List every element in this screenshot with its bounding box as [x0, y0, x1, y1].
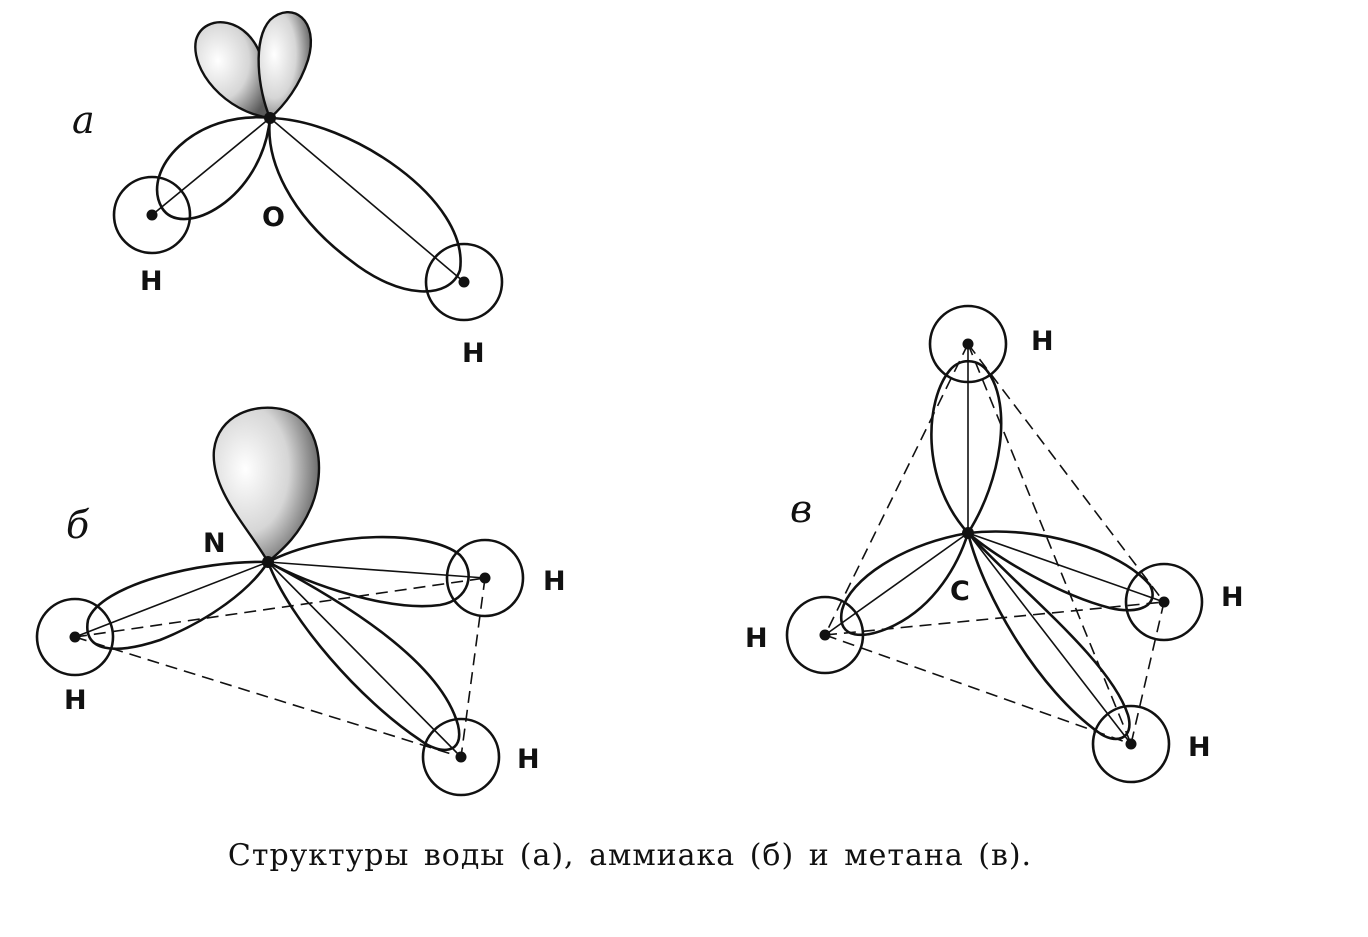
ammonia-hydrogen-orbital-bottom: [421, 717, 501, 797]
methane-hydrogen-nucleus-bottom: [1125, 738, 1137, 750]
panel-label-c: в: [790, 487, 812, 531]
ammonia-lone-pair: [212, 406, 321, 564]
carbon-label: C: [950, 576, 970, 607]
methane-bond-lobe-left: [839, 531, 970, 637]
ammonia-dashed-edge-top: [74, 577, 486, 638]
figure-caption: Структуры воды (а), аммиака (б) и метана…: [227, 838, 1033, 873]
nitrogen-label: N: [203, 528, 226, 559]
ammonia-bond-line-bottom: [267, 561, 462, 758]
methane-hydrogen-label-top: H: [1031, 326, 1054, 357]
methane-hydrogen-nucleus-right: [1158, 596, 1170, 608]
oxygen-label: O: [262, 202, 285, 233]
ammonia-hydrogen-label-left: H: [64, 685, 87, 716]
ammonia-dashed-edge-right: [460, 577, 486, 758]
methane-dashed-edge-right-bottom: [1130, 601, 1165, 745]
methane-dashed-edge-left-right: [824, 601, 1165, 636]
methane-hydrogen-label-left: H: [745, 623, 768, 654]
ammonia-hydrogen-label-bottom: H: [517, 744, 540, 775]
water-bond-line-right: [269, 117, 465, 283]
carbon-nucleus: [962, 527, 974, 539]
methane-panel: в C H H H H: [745, 304, 1244, 784]
ammonia-bond-lobe-right: [265, 535, 470, 608]
methane-hydrogen-orbital-left: [785, 595, 865, 675]
methane-dashed-edge-top-bottom: [967, 343, 1132, 745]
methane-hydrogen-orbital-right: [1124, 562, 1204, 642]
panel-label-a: а: [72, 98, 95, 142]
methane-bond-lobe-bottom: [966, 532, 1131, 741]
ammonia-hydrogen-nucleus-left: [69, 631, 81, 643]
ammonia-hydrogen-nucleus-bottom: [455, 751, 467, 763]
ammonia-bond-line-right: [267, 561, 486, 579]
water-hydrogen-orbital-right: [424, 242, 504, 322]
methane-hydrogen-orbital-top: [928, 304, 1008, 384]
ammonia-panel: б N H H H: [35, 406, 566, 797]
methane-hydrogen-nucleus-top: [962, 338, 974, 350]
methane-bond-line-left: [824, 532, 969, 636]
ammonia-bond-lobe-left: [86, 560, 271, 650]
water-hydrogen-label-left: H: [140, 266, 163, 297]
water-bond-line-left: [151, 117, 271, 216]
water-bond-lobe-left: [155, 115, 272, 221]
oxygen-nucleus: [264, 112, 276, 124]
water-panel: а O H H: [72, 10, 504, 369]
water-hydrogen-orbital-left: [112, 175, 192, 255]
water-bond-lobe-right: [268, 116, 462, 293]
methane-hydrogen-label-bottom: H: [1188, 732, 1211, 763]
methane-dashed-edge-top-left: [824, 343, 969, 636]
methane-dashed-edge-left-bottom: [824, 634, 1132, 745]
methane-dashed-edge-top-right: [967, 343, 1165, 603]
water-hydrogen-label-right: H: [462, 338, 485, 369]
water-hydrogen-nucleus-left: [146, 209, 158, 221]
ammonia-hydrogen-orbital-right: [445, 538, 525, 618]
methane-hydrogen-nucleus-left: [819, 629, 831, 641]
ammonia-bond-line-left: [74, 561, 269, 638]
methane-hydrogen-label-right: H: [1221, 582, 1244, 613]
methane-bond-line-bottom: [967, 532, 1132, 745]
ammonia-hydrogen-orbital-left: [35, 597, 115, 677]
ammonia-hydrogen-label-right: H: [543, 566, 566, 597]
panel-label-b: б: [66, 503, 90, 547]
water-hydrogen-nucleus-right: [458, 276, 470, 288]
methane-hydrogen-orbital-bottom: [1091, 704, 1171, 784]
nitrogen-nucleus: [262, 556, 274, 568]
water-lone-pair-right: [257, 10, 313, 120]
ammonia-hydrogen-nucleus-right: [479, 572, 491, 584]
methane-bond-lobe-top: [930, 359, 1003, 536]
methane-bond-line-right: [967, 532, 1165, 603]
ammonia-dashed-edge-left: [74, 636, 462, 758]
